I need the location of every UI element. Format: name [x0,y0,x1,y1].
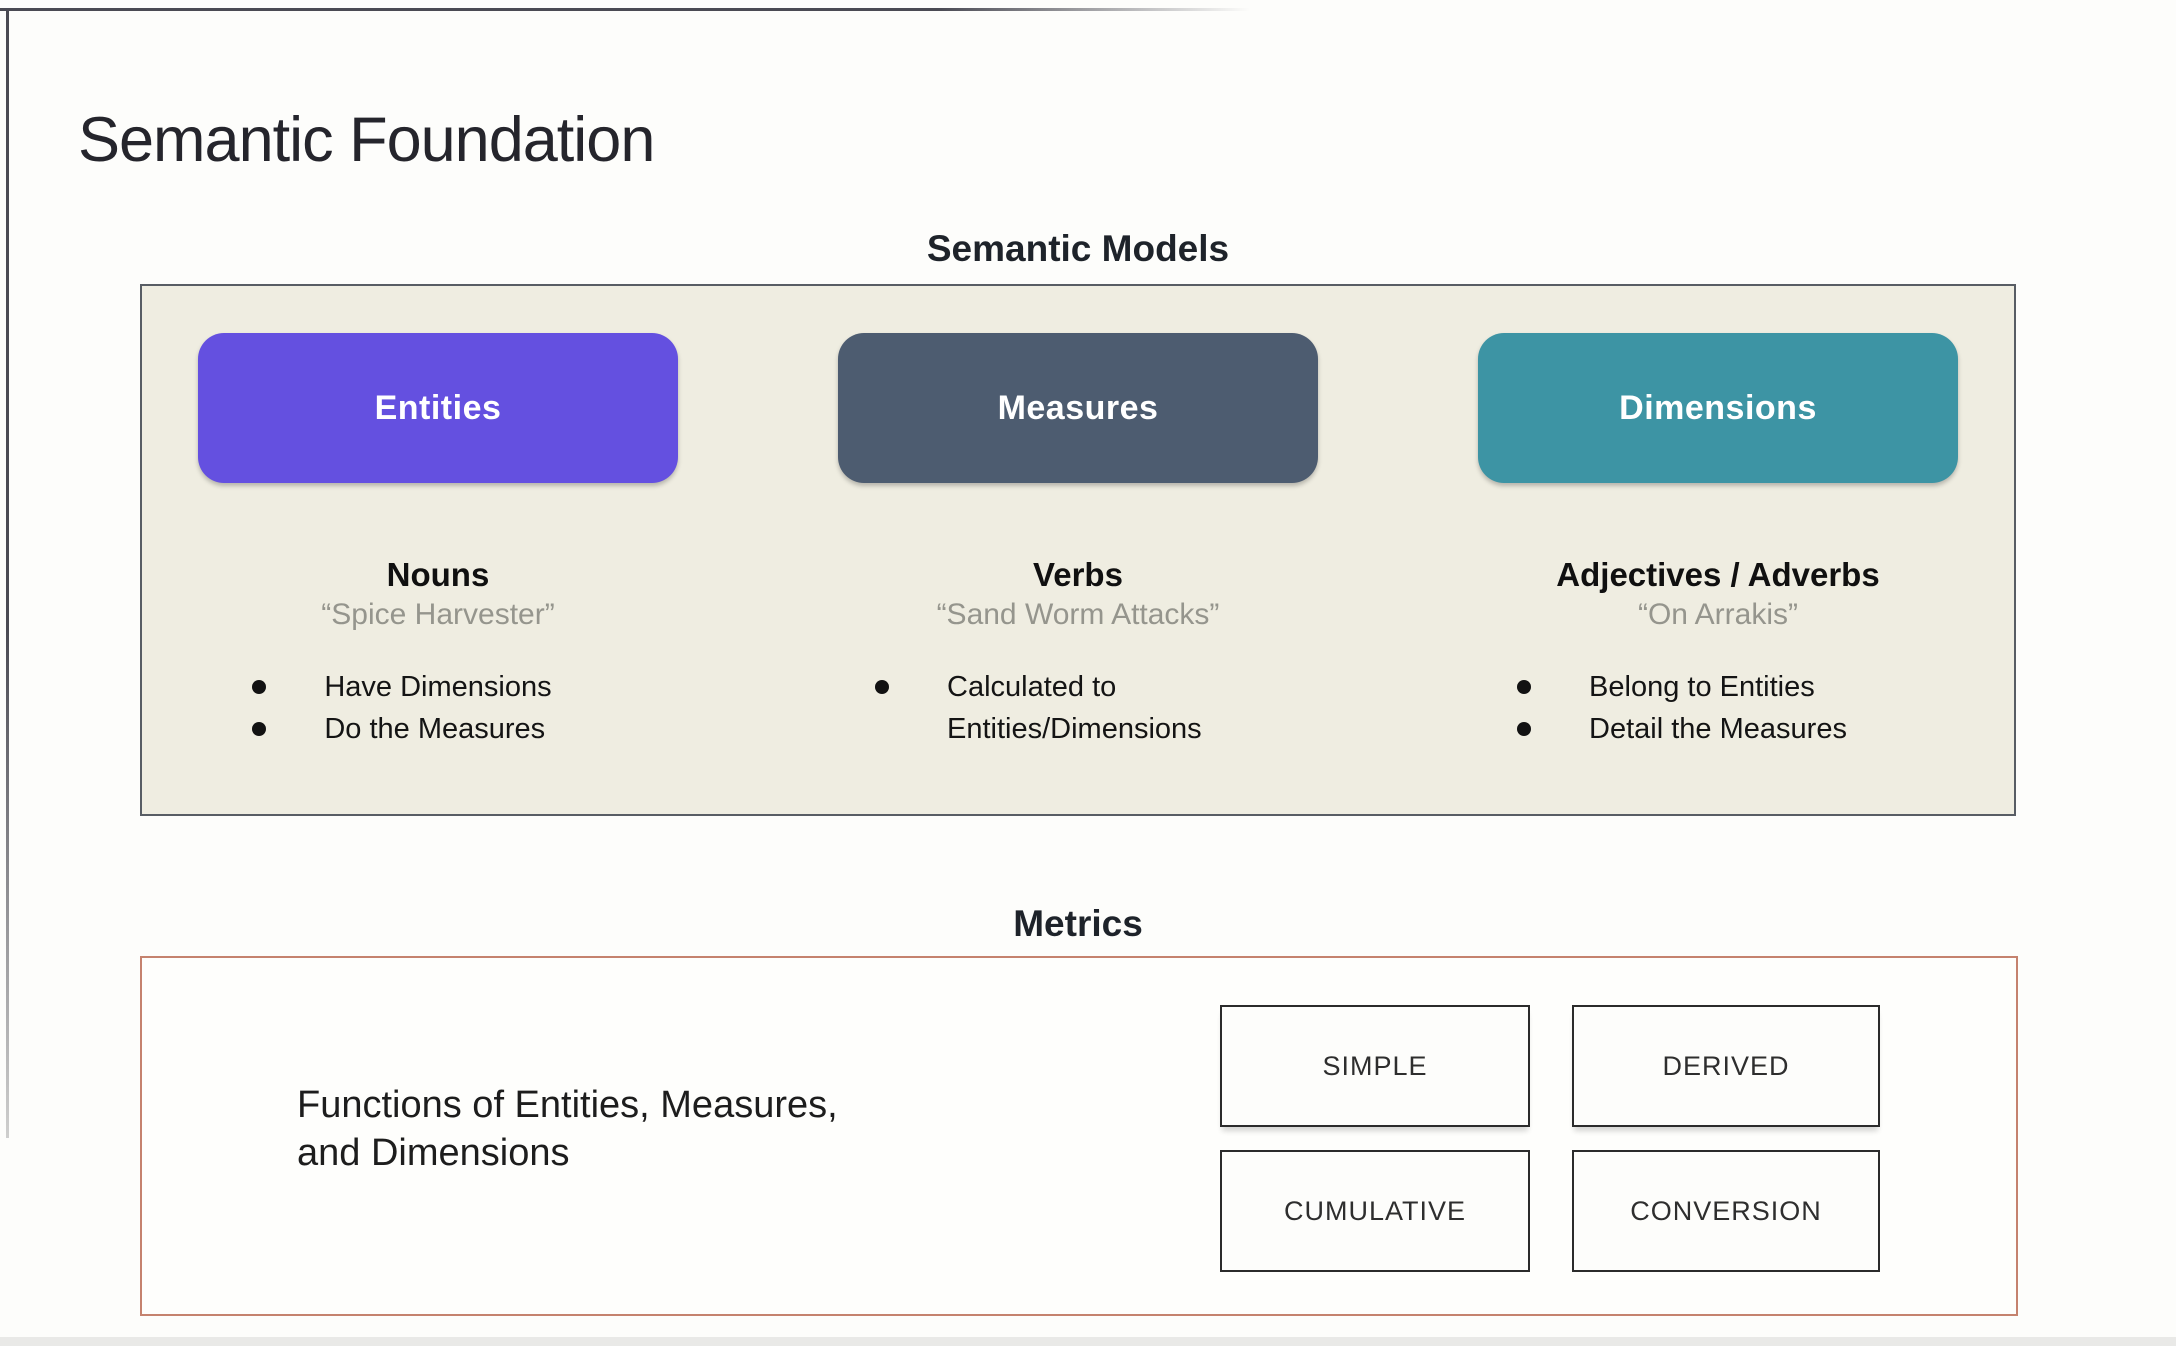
entities-role-heading: Nouns [386,556,490,593]
semantic-models-heading: Semantic Models [926,228,1230,269]
dimensions-role-heading: Adjectives / Adverbs [1556,556,1880,593]
dimensions-pill-label: Dimensions [1619,388,1817,427]
entities-example-quote: “Spice Harvester” [321,598,555,632]
metric-type-grid: SIMPLE DERIVED CUMULATIVE CONVERSION [1220,1005,1880,1272]
window-border-left [6,8,9,1138]
entities-bullet-list: Have Dimensions Do the Measures [252,666,552,750]
column-entities: Entities Nouns “Spice Harvester” Have Di… [198,286,678,814]
entities-pill-label: Entities [374,388,502,427]
measures-role-heading: Verbs [1033,556,1123,593]
dimensions-bullet-list: Belong to Entities Detail the Measures [1517,666,1847,750]
semantic-models-panel: Entities Nouns “Spice Harvester” Have Di… [140,284,2016,816]
window-border-bottom [0,1337,2176,1346]
measures-bullet-list: Calculated to Entities/Dimensions [875,666,1209,750]
metric-type-conversion: CONVERSION [1572,1150,1880,1272]
metric-type-derived: DERIVED [1572,1005,1880,1127]
metric-type-simple: SIMPLE [1220,1005,1530,1127]
column-dimensions: Dimensions Adjectives / Adverbs “On Arra… [1478,286,1958,814]
dimensions-pill: Dimensions [1478,333,1958,483]
metrics-panel: Functions of Entities, Measures, and Dim… [140,956,2018,1316]
dimensions-example-quote: “On Arrakis” [1637,598,1799,632]
bullet-item: Have Dimensions [252,666,552,708]
page-title: Semantic Foundation [78,105,655,176]
bullet-item: Belong to Entities [1517,666,1847,708]
column-measures: Measures Verbs “Sand Worm Attacks” Calcu… [838,286,1318,814]
measures-pill-label: Measures [997,388,1159,427]
bullet-item: Detail the Measures [1517,708,1847,750]
entities-pill: Entities [198,333,678,483]
measures-pill: Measures [838,333,1318,483]
window-border-top [0,8,1250,11]
bullet-item: Do the Measures [252,708,551,750]
metrics-heading: Metrics [1013,903,1143,944]
metrics-description: Functions of Entities, Measures, and Dim… [297,1084,838,1174]
metric-type-cumulative: CUMULATIVE [1220,1150,1530,1272]
measures-example-quote: “Sand Worm Attacks” [936,598,1220,632]
bullet-item: Calculated to Entities/Dimensions [875,666,1209,750]
